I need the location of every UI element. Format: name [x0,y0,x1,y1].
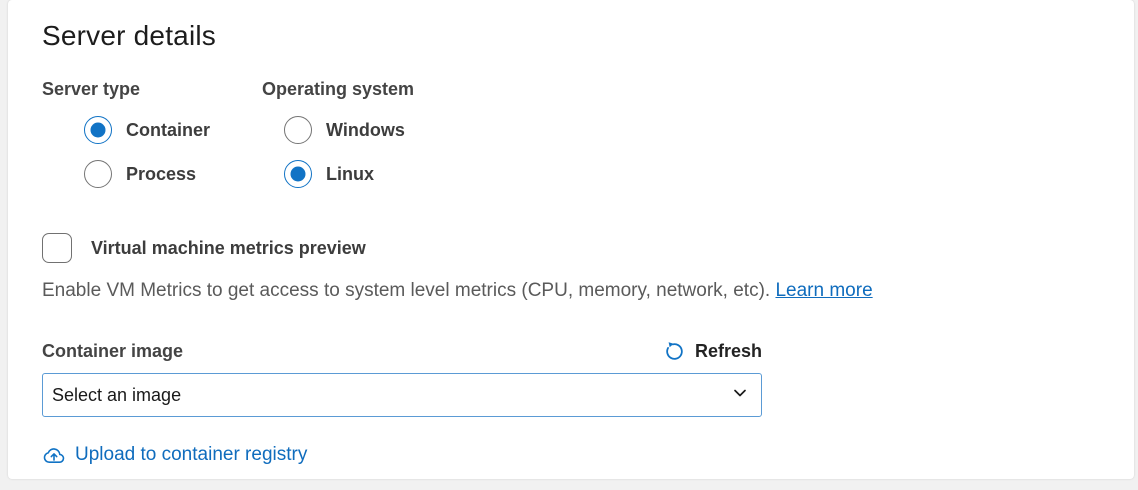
radio-option-linux[interactable]: Linux [284,159,414,189]
cloud-upload-icon [42,446,66,465]
radio-label-process: Process [126,163,197,184]
radio-label-linux: Linux [326,163,374,184]
radio-option-process[interactable]: Process [84,159,262,189]
operating-system-label: Operating system [262,79,415,99]
operating-system-group: Operating system Windows Linux [262,79,414,189]
radio-button-container[interactable] [84,116,112,144]
container-image-label: Container image [42,341,184,361]
server-type-label: Server type [42,79,141,99]
radio-button-linux[interactable] [284,160,312,188]
radio-label-windows: Windows [326,119,405,140]
upload-link-label: Upload to container registry [75,444,308,465]
page-title: Server details [42,20,216,51]
radio-groups-row: Server type Container Process Operating … [42,79,1134,189]
server-type-group: Server type Container Process [42,79,262,189]
container-image-select[interactable]: Select an image [42,373,762,417]
server-details-panel: Server details Server type Container Pro… [8,0,1134,479]
refresh-button[interactable]: Refresh [664,341,762,362]
radio-button-process[interactable] [84,160,112,188]
radio-option-windows[interactable]: Windows [284,115,414,145]
container-image-select-value: Select an image [52,384,182,405]
vm-metrics-row: Virtual machine metrics preview [42,233,1134,263]
vm-metrics-description: Enable VM Metrics to get access to syste… [42,280,1134,301]
vm-metrics-description-text: Enable VM Metrics to get access to syste… [42,280,776,301]
radio-button-windows[interactable] [284,116,312,144]
radio-label-container: Container [126,119,211,140]
chevron-down-icon [732,385,748,406]
vm-metrics-checkbox-label: Virtual machine metrics preview [91,237,366,258]
radio-option-container[interactable]: Container [84,115,262,145]
vm-metrics-checkbox[interactable] [42,233,72,263]
learn-more-link[interactable]: Learn more [775,280,873,301]
refresh-label: Refresh [694,341,762,361]
upload-to-registry-link[interactable]: Upload to container registry [42,444,307,466]
container-image-header: Container image Refresh [42,341,762,362]
refresh-icon [664,341,685,362]
